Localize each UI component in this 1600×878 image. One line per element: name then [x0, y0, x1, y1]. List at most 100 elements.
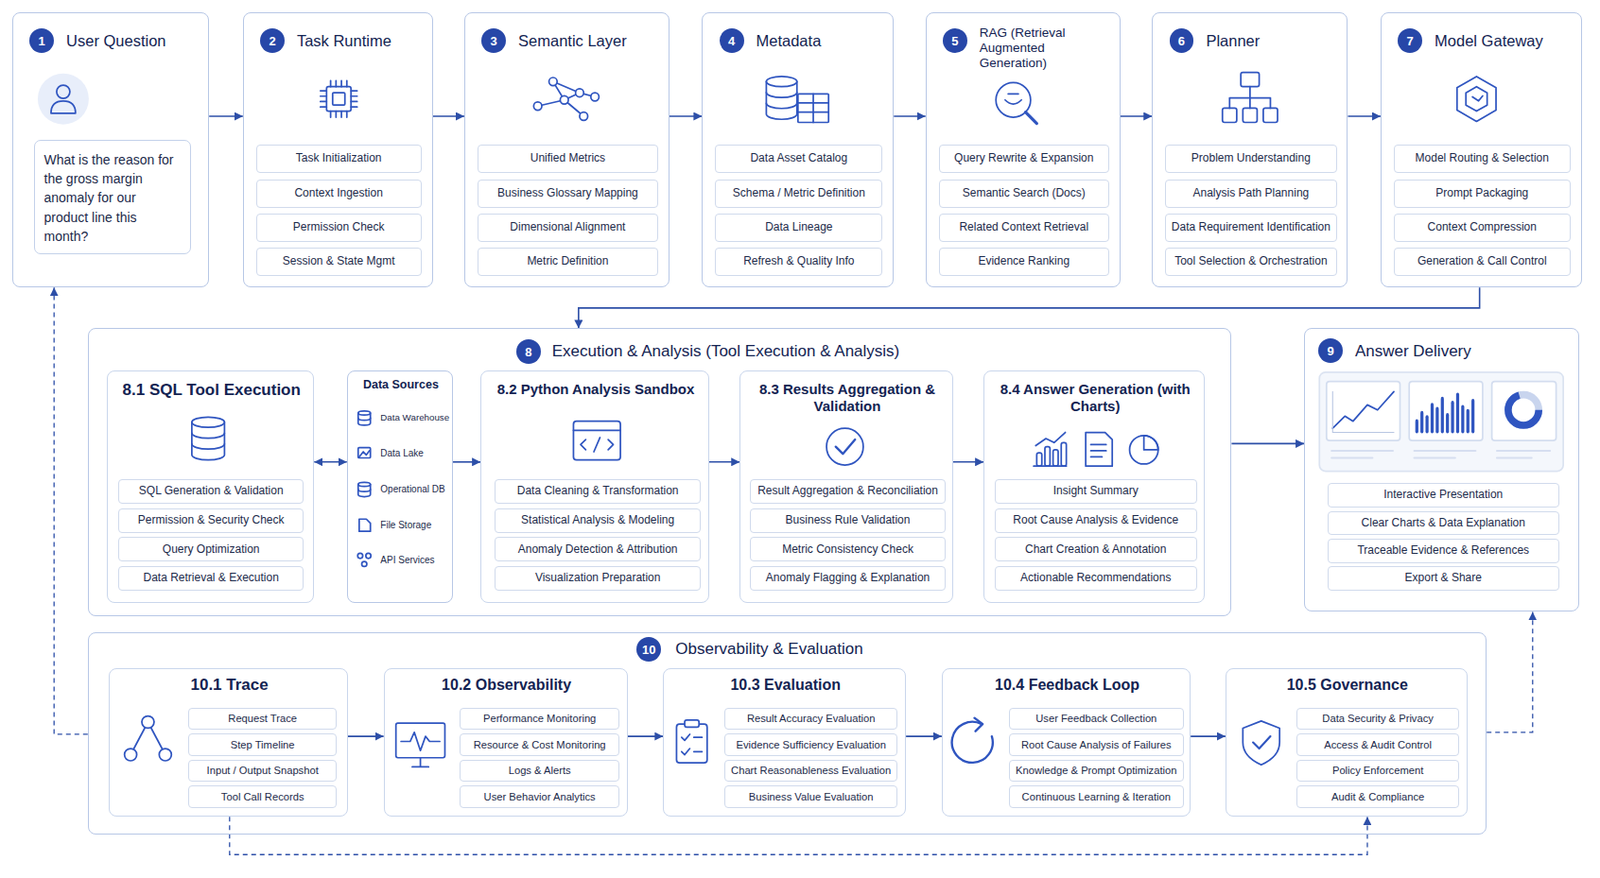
loop-icon [974, 718, 984, 732]
item-label: Model Routing & Selection [1394, 152, 1570, 166]
step-number: 6 [1169, 28, 1195, 53]
chip-icon [334, 80, 337, 118]
feedback-connector [1486, 611, 1533, 732]
item-label: Statistical Analysis & Modeling [495, 514, 700, 528]
panel-heading: 8.4 Answer Generation (with Charts) [992, 381, 1199, 422]
item-label: API Services [380, 555, 451, 566]
item-label: Schema / Metric Definition [715, 187, 882, 201]
item-label: Semantic Search (Docs) [939, 187, 1109, 201]
step-item: Step Timeline [188, 733, 336, 757]
item-label: Data Warehouse [380, 413, 451, 424]
item-label: Business Glossary Mapping [478, 187, 658, 201]
panel-heading: Answer Delivery [1355, 338, 1570, 366]
callout-number: 3 [490, 34, 498, 49]
item-label: Result Accuracy Evaluation [725, 713, 897, 726]
network-icon [549, 77, 558, 87]
panel-heading: 8.3 Results Aggregation & Validation [748, 381, 946, 422]
callout-number: 5 [951, 34, 958, 49]
flow-arrow [1120, 115, 1152, 118]
item-label: Prompt Packaging [1394, 187, 1570, 201]
callout-number: 4 [728, 34, 735, 49]
chip-icon [320, 89, 358, 92]
step-item: Data Requirement Identification [1165, 213, 1337, 243]
stage-panel: 2Task InitializationContext IngestionPer… [243, 12, 434, 288]
check-icon [835, 439, 856, 454]
step-item: Business Value Evaluation [724, 785, 898, 809]
pie-icon [1144, 435, 1159, 451]
step-item: Anomaly Detection & Attribution [494, 537, 701, 562]
database-icon [765, 81, 797, 120]
donut-chart-card [1508, 395, 1539, 426]
bar-chart-card [1456, 392, 1460, 434]
stage-panel: Result Accuracy EvaluationEvidence Suffi… [662, 668, 906, 818]
item-label: Context Ingestion [257, 187, 421, 201]
code-icon [580, 437, 614, 453]
chip-icon [320, 105, 358, 108]
step-item: Data Asset Catalog [714, 144, 883, 174]
step-item: Permission Check [256, 213, 422, 243]
placeholder-line [1496, 450, 1550, 453]
step-item: Chart Reasonableness Evaluation [724, 760, 898, 783]
item-label: Data Retrieval & Execution [119, 572, 303, 586]
item-label: Policy Enforcement [1297, 765, 1459, 778]
step-item: Resource & Cost Monitoring [459, 733, 619, 757]
item-label: Visualization Preparation [495, 572, 700, 586]
step-item: Business Rule Validation [749, 508, 946, 534]
search-icon [1005, 100, 1022, 105]
database-icon [765, 92, 797, 98]
step-item: Tool Selection & Orchestration [1165, 247, 1337, 277]
item-label: Dimensional Alignment [478, 221, 658, 235]
search-icon [1008, 92, 1019, 95]
step-item: Policy Enforcement [1296, 760, 1460, 783]
trace-icon [158, 748, 172, 762]
item-label: Step Timeline [189, 739, 335, 752]
step-item: User Behavior Analytics [459, 785, 619, 809]
item-label: Data Lake [380, 448, 451, 459]
panel-heading: Metadata [756, 28, 889, 55]
bar-chart-card [1471, 399, 1475, 435]
image-icon [358, 448, 371, 459]
panel-heading: Execution & Analysis (Tool Execution & A… [552, 338, 992, 366]
step-item: Input / Output Snapshot [188, 760, 336, 783]
database-icon [358, 485, 371, 498]
flow-arrow [578, 287, 1480, 329]
step-item: Data Cleaning & Transformation [494, 479, 701, 505]
network-icon [559, 95, 569, 105]
panel-heading: 10.1 Trace [118, 676, 341, 701]
step-item: Audit & Compliance [1296, 785, 1460, 809]
database-icon [358, 417, 371, 420]
step-number: 8 [516, 339, 541, 365]
stage-panel: 4Data Asset CatalogSchema / Metric Defin… [701, 12, 894, 288]
callout-number: 9 [1326, 344, 1334, 359]
stage-panel: 1What is the reason for the gross margin… [12, 12, 209, 288]
step-item: Schema / Metric Definition [714, 179, 883, 209]
step-item: User Feedback Collection [1008, 708, 1184, 731]
planner-icon [1240, 72, 1259, 87]
item-label: Data Requirement Identification [1165, 221, 1336, 235]
chip-icon [320, 95, 358, 98]
placeholder-line [1331, 456, 1373, 459]
bar-chart-card [1435, 407, 1439, 435]
step-number: 9 [1318, 338, 1343, 364]
dashboard-panel [1319, 372, 1564, 472]
step-item: Unified Metrics [477, 144, 659, 174]
stage-panel: SQL Generation & ValidationPermission & … [106, 370, 314, 604]
monitor-icon [400, 732, 440, 751]
item-label: Evidence Sufficiency Evaluation [725, 739, 897, 752]
item-label: Request Trace [189, 713, 335, 726]
panel-heading: 10.3 Evaluation [672, 676, 900, 701]
step-item: Visualization Preparation [494, 566, 701, 592]
step-item: Context Ingestion [256, 179, 422, 209]
placeholder-line [1414, 456, 1456, 459]
step-number: 7 [1397, 28, 1423, 53]
callout-number: 1 [38, 34, 46, 49]
step-item: Session & State Mgmt [256, 247, 422, 277]
step-item: Data Retrieval & Execution [118, 566, 304, 592]
shield-icon [1242, 721, 1280, 766]
stage-panel: 5Query Rewrite & ExpansionSemantic Searc… [925, 12, 1121, 288]
step-item: Prompt Packaging [1393, 179, 1571, 209]
file-icon [359, 519, 371, 532]
stage-panel: Performance MonitoringResource & Cost Mo… [383, 668, 628, 818]
planner-icon [1222, 107, 1237, 122]
item-label: User Behavior Analytics [460, 791, 618, 804]
